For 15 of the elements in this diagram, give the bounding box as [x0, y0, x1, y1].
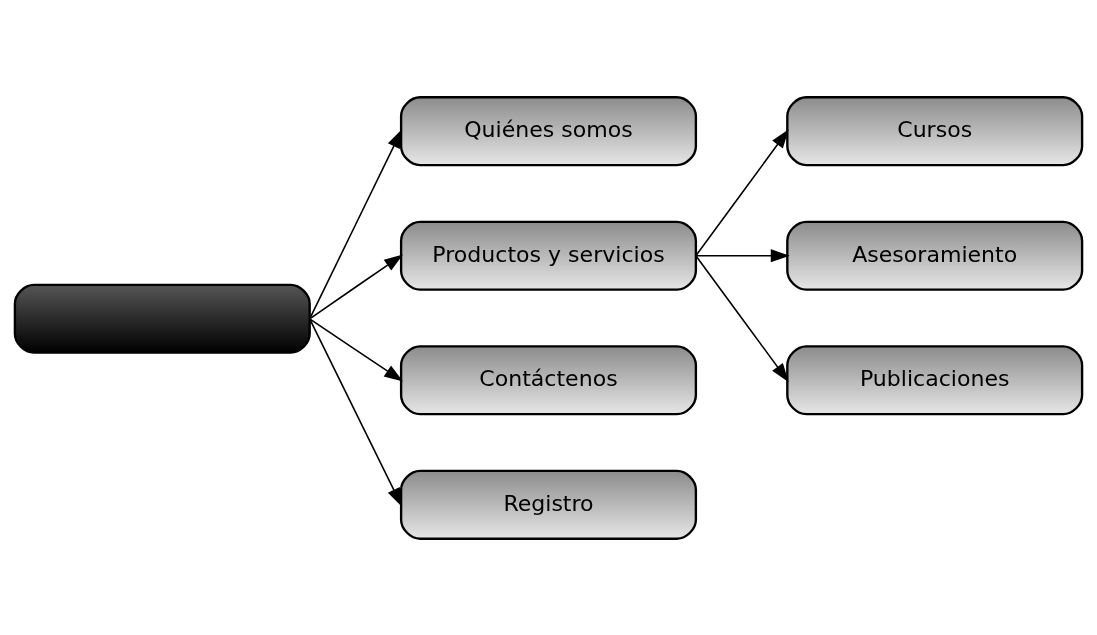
arrow	[695, 128, 789, 256]
node-box: Publicaciones	[786, 344, 1084, 415]
node-box: Quiénes somos	[399, 95, 698, 166]
arrow	[308, 128, 403, 320]
arrow	[308, 317, 403, 507]
arrow	[695, 248, 790, 262]
node-box	[13, 283, 311, 354]
arrow	[308, 317, 404, 382]
arrow	[308, 253, 404, 320]
node-box: Productos y servicios	[399, 220, 698, 291]
node-box: Registro	[399, 469, 698, 540]
node-box: Contáctenos	[399, 344, 698, 415]
node-box: Cursos	[786, 95, 1084, 166]
arrow	[695, 254, 789, 382]
node-box: Asesoramiento	[786, 220, 1084, 291]
